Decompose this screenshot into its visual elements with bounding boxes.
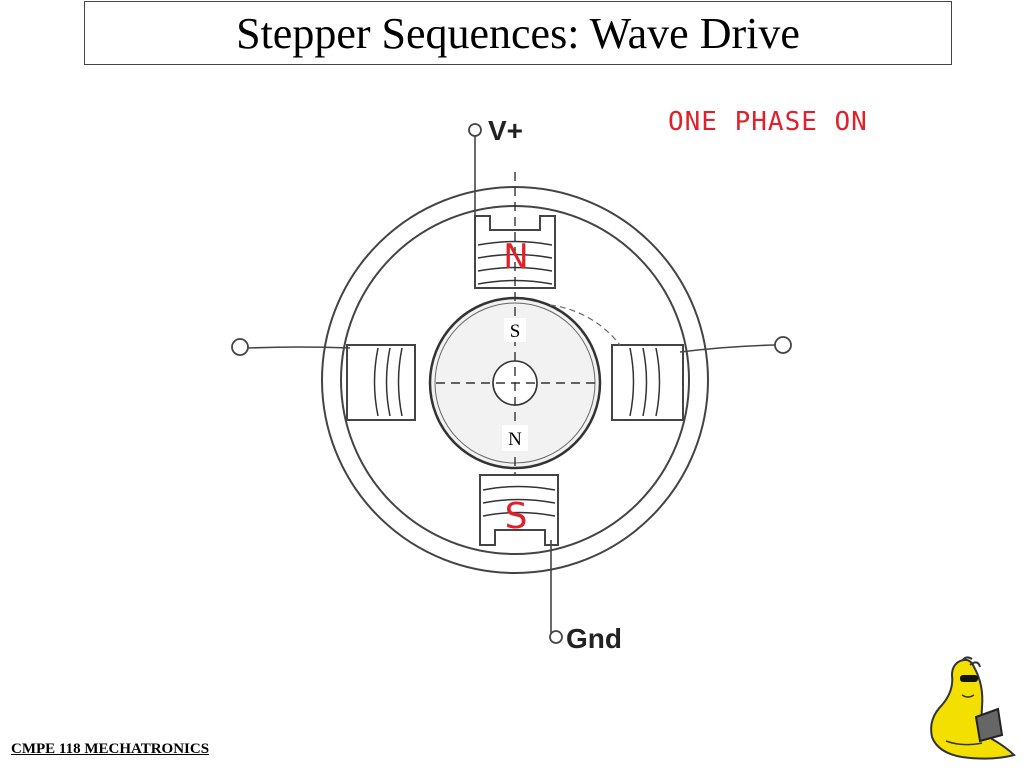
- stator-pole-bottom: [479, 474, 559, 546]
- rotor-bottom-pole-label: N: [508, 429, 522, 450]
- terminals: [231, 123, 792, 644]
- terminal-gnd-label: Gnd: [566, 623, 622, 654]
- terminal-right: [774, 336, 792, 354]
- one-phase-on-annotation: ONE PHASE ON: [668, 107, 868, 137]
- stator-top-pole-label: N: [503, 237, 528, 277]
- lead-wires: [247, 130, 777, 637]
- terminal-vplus-label: V+: [488, 115, 523, 146]
- title-box: Stepper Sequences: Wave Drive: [84, 1, 952, 65]
- slide-title: Stepper Sequences: Wave Drive: [236, 8, 800, 58]
- stator-pole-left: [346, 344, 416, 421]
- terminal-gnd: [549, 630, 563, 644]
- terminal-left: [231, 338, 249, 356]
- stator-pole-right: [611, 344, 684, 421]
- banana-slug-logo-icon: [930, 656, 1016, 760]
- stator-bottom-pole-label: S: [505, 496, 528, 537]
- terminal-vplus: [468, 123, 482, 137]
- course-footer: CMPE 118 MECHATRONICS: [11, 741, 210, 757]
- rotor-top-pole-label: S: [510, 321, 521, 342]
